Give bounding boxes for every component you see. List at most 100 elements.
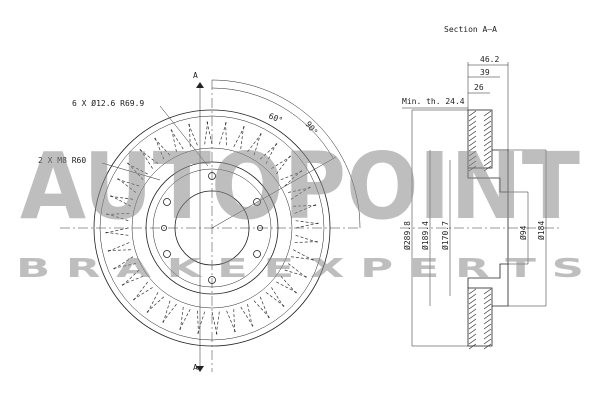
hatch-line	[483, 333, 492, 340]
hatch-line	[483, 115, 492, 122]
hatch-line	[468, 160, 477, 167]
vent-mark	[179, 306, 184, 332]
hatch-line	[468, 145, 477, 152]
angle-arc-60	[211, 87, 334, 159]
threaded-hole	[160, 224, 167, 231]
dim-46-2: 46.2	[480, 55, 499, 64]
hatch-line	[483, 308, 492, 315]
vent-mark	[265, 141, 278, 164]
vent-mark	[132, 281, 148, 302]
vent-mark	[206, 120, 213, 145]
bolt-hole	[163, 198, 171, 206]
vent-mark	[104, 213, 130, 215]
dim-170-7: Ø170.7	[440, 221, 450, 250]
dim-26: 26	[474, 83, 484, 92]
hatch-line	[468, 313, 477, 320]
hatch-line	[468, 155, 477, 162]
hatch-line	[483, 150, 492, 157]
hatch-line	[483, 288, 492, 295]
hatch-line	[468, 115, 477, 122]
dim-39: 39	[480, 68, 490, 77]
vent-mark	[240, 306, 255, 328]
angle-ray	[211, 156, 337, 229]
hatch-line	[468, 130, 477, 137]
watermark-brand: AUTOPOINT	[20, 133, 580, 240]
min-thickness-label: Min. th. 24.4	[402, 97, 465, 106]
center-bore-circle	[174, 190, 250, 266]
hatch-line	[468, 318, 477, 325]
hatch-line	[483, 110, 492, 117]
disc-front-view: A A 60° 90° 6 X Ø12.6 R69.9 2 X M8 R60	[38, 71, 361, 372]
vent-mark	[276, 154, 292, 175]
hatch-line	[483, 303, 492, 310]
section-arrow-top	[196, 82, 204, 88]
friction-ring-bottom	[467, 287, 493, 347]
vent-mark	[146, 292, 159, 315]
hatch-line	[468, 308, 477, 315]
bolt-hole	[163, 250, 171, 258]
hatch-line	[468, 110, 477, 117]
angle-arc-90	[211, 79, 361, 229]
hatch-line	[468, 150, 477, 157]
vent-mark	[115, 178, 140, 187]
hatch-line	[483, 125, 492, 132]
hatch-line	[483, 298, 492, 305]
hatch-line	[468, 303, 477, 310]
section-hatch	[468, 110, 492, 350]
hat-outer-circle	[145, 161, 279, 295]
hatch-line	[483, 140, 492, 147]
disc-section-view: Section A–A 46.2 39 26 Min. th. 24.4	[400, 25, 560, 350]
hatch-line	[468, 140, 477, 147]
hatch-line	[483, 145, 492, 152]
hatch-line	[468, 298, 477, 305]
hatch-line	[483, 135, 492, 142]
vent-mark	[138, 148, 159, 164]
vent-mark	[169, 128, 184, 150]
vent-mark	[125, 162, 148, 175]
hatch-line	[468, 343, 477, 350]
hatch-line	[483, 160, 492, 167]
section-marker-top: A	[193, 71, 198, 80]
vent-mark	[240, 124, 245, 150]
vent-mark	[294, 203, 318, 214]
brand-watermark: AUTOPOINT B R A K E E X P E R T S	[16, 133, 584, 284]
vent-mark	[104, 227, 129, 234]
vent-mark	[197, 310, 199, 336]
angle-60-label: 60°	[267, 112, 284, 126]
bolt-hole	[208, 276, 216, 284]
threaded-hole-callout: 2 X M8 R60	[38, 156, 86, 165]
dim-289-8: Ø289.8	[402, 221, 412, 250]
bolt-hole	[253, 198, 261, 206]
bolt-hole	[253, 250, 261, 258]
vent-mark	[290, 185, 312, 200]
vent-mark	[153, 137, 171, 156]
threaded-hole-leader	[101, 162, 161, 181]
hatch-line	[483, 120, 492, 127]
vent-mark	[187, 122, 198, 146]
dim-189-4: Ø189.4	[420, 221, 430, 250]
hatch-line	[483, 130, 492, 137]
outer-rim-inner-circle	[99, 115, 325, 341]
hatch-line	[468, 338, 477, 345]
threaded-hole	[256, 224, 263, 231]
vent-mark	[108, 195, 134, 200]
hatch-line	[483, 343, 492, 350]
bolt-hole-callout: 6 X Ø12.6 R69.9	[72, 98, 144, 108]
friction-ring-pattern	[104, 120, 320, 336]
bolt-holes	[160, 172, 263, 284]
hatch-line	[483, 338, 492, 345]
vent-mark	[284, 269, 309, 278]
vent-mark	[295, 220, 320, 225]
dim-184: Ø184	[536, 221, 546, 240]
vent-mark	[284, 169, 303, 187]
vent-mark	[265, 292, 286, 308]
section-title: Section A–A	[444, 25, 497, 34]
hatch-line	[468, 120, 477, 127]
vent-mark	[106, 242, 130, 253]
friction-ring-top	[467, 109, 493, 169]
bolt-hole	[208, 172, 216, 180]
hatch-line	[483, 155, 492, 162]
vent-mark	[225, 120, 227, 146]
hatch-line	[468, 165, 477, 172]
